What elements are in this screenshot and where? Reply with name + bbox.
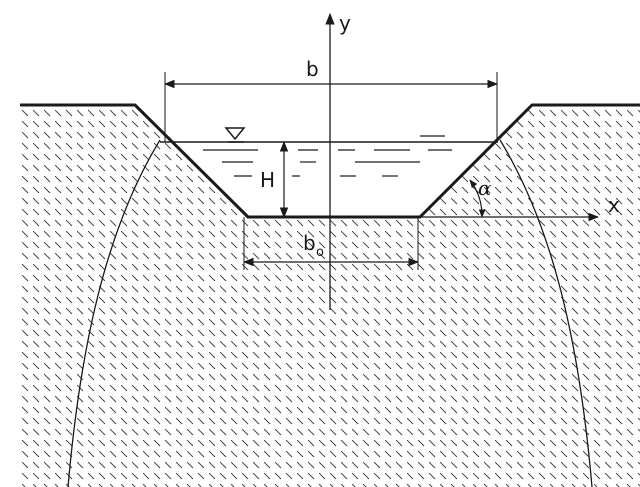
y-axis-label: y (339, 11, 351, 35)
slope-angle-arc (469, 179, 486, 218)
seepage-curve-right (499, 139, 593, 487)
bottom-width-subscript: o (316, 245, 324, 260)
x-axis-label: x (608, 193, 620, 217)
top-width-label: b (306, 57, 319, 81)
channel-profile (20, 103, 640, 219)
water-dashes (203, 135, 452, 177)
bottom-width-label: b (303, 231, 316, 255)
depth-label: H (260, 168, 275, 192)
seepage-curve-left (67, 139, 161, 487)
water-level-icon (224, 127, 246, 141)
angle-label: α (478, 176, 492, 200)
